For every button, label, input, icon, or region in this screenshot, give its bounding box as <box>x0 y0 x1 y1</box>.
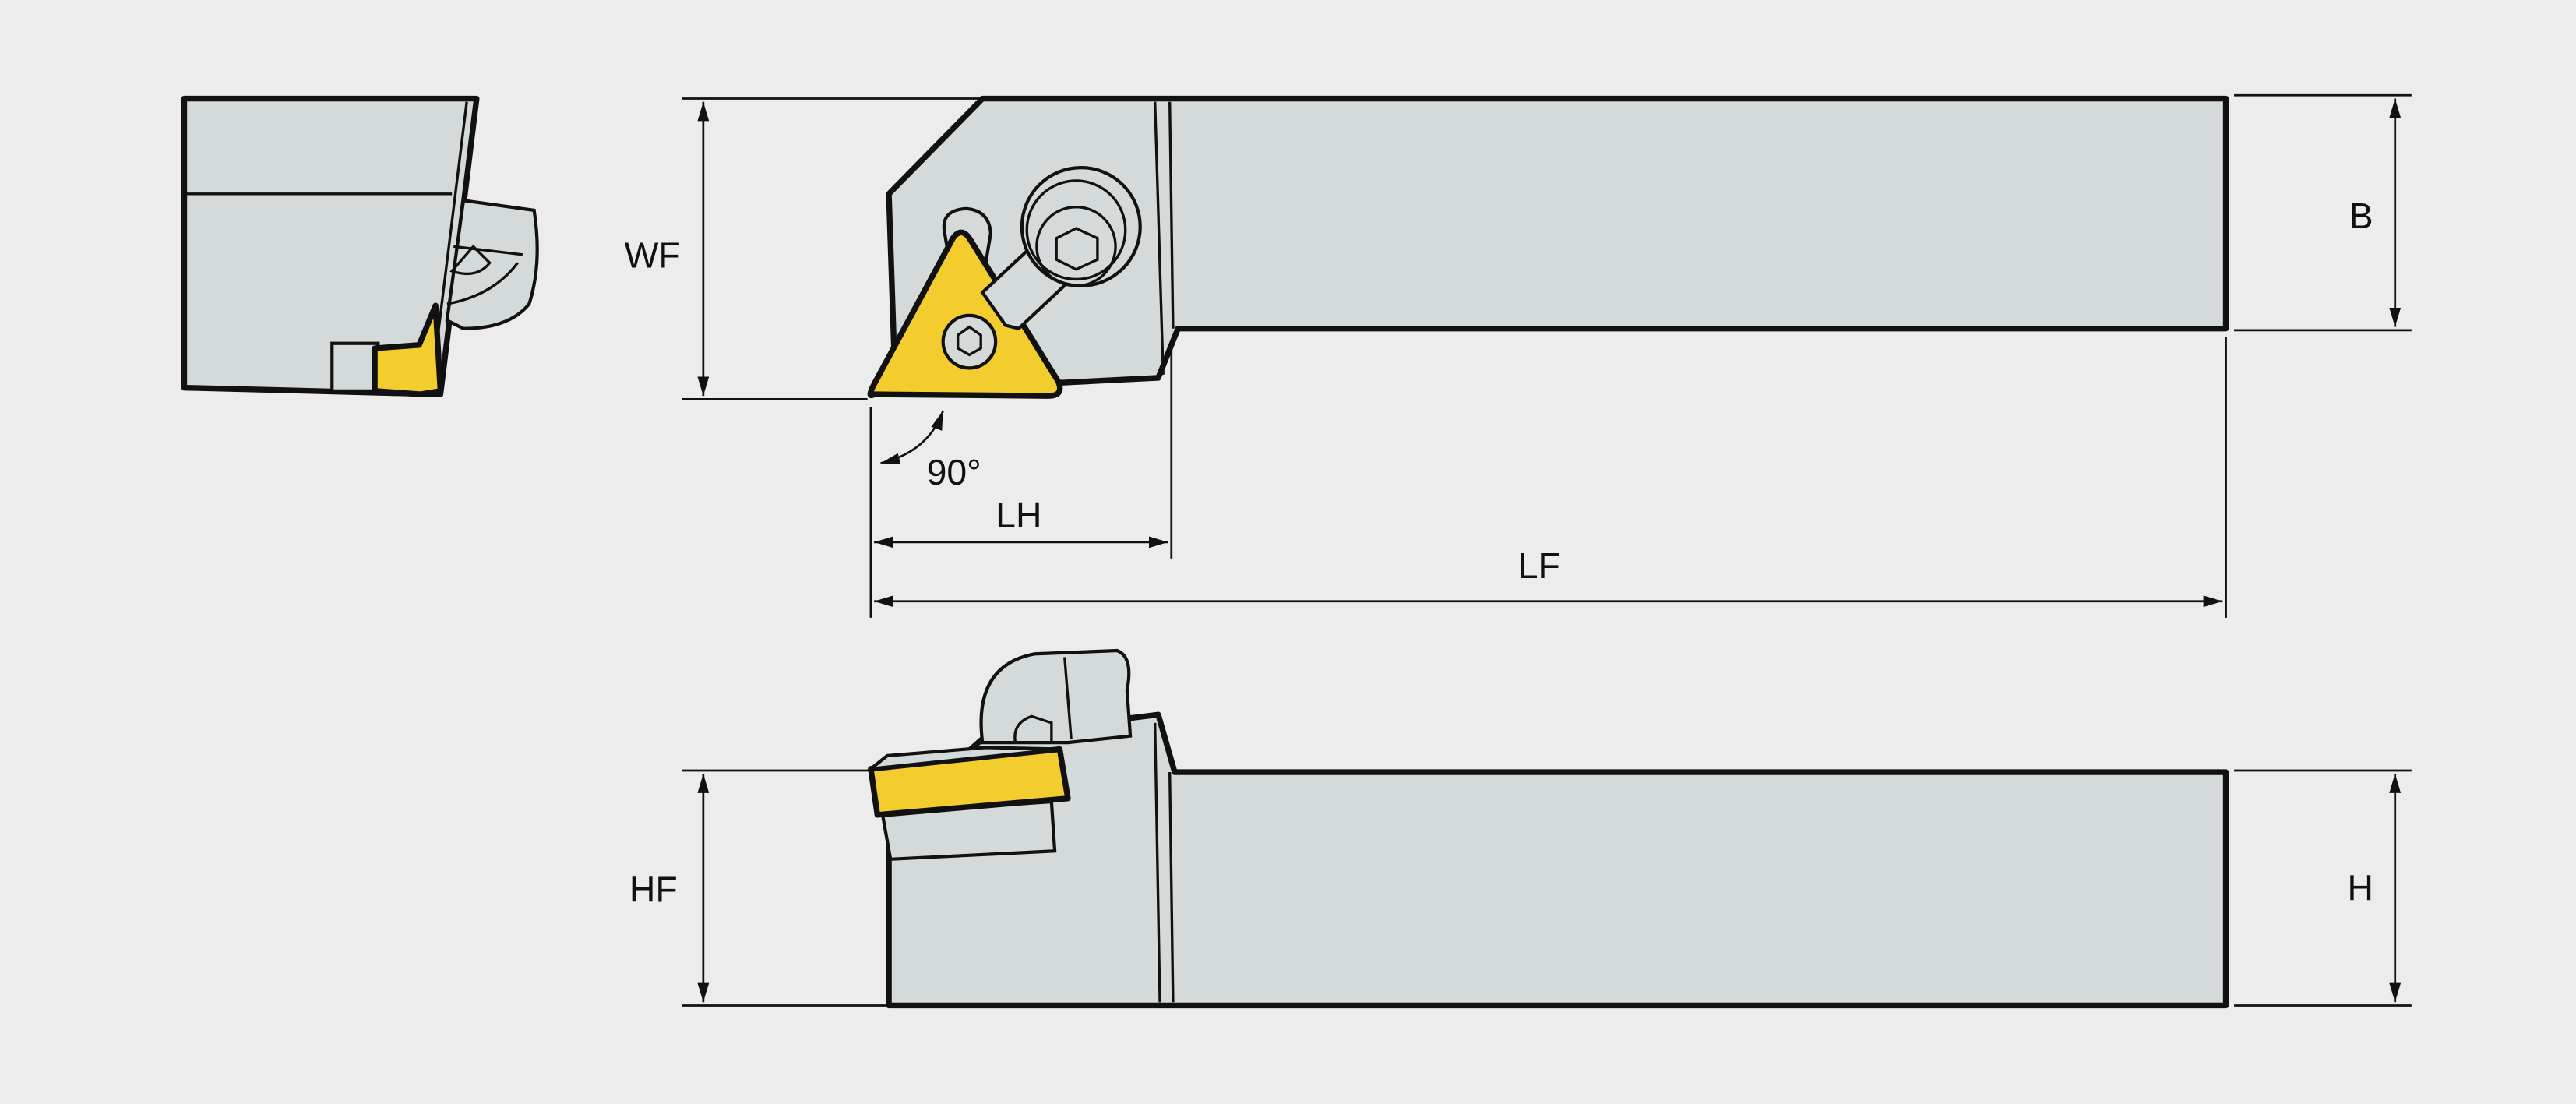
label-lh: LH <box>996 495 1041 535</box>
label-wf: WF <box>625 235 681 276</box>
label-hf: HF <box>629 869 678 910</box>
side-view <box>865 648 2229 1009</box>
top-view <box>867 95 2229 399</box>
label-h: H <box>2348 868 2374 908</box>
end-view <box>181 95 539 397</box>
label-b: B <box>2349 196 2373 236</box>
dimension-lines <box>682 93 2412 1007</box>
label-lf: LF <box>1518 545 1560 586</box>
label-angle: 90° <box>927 452 981 492</box>
